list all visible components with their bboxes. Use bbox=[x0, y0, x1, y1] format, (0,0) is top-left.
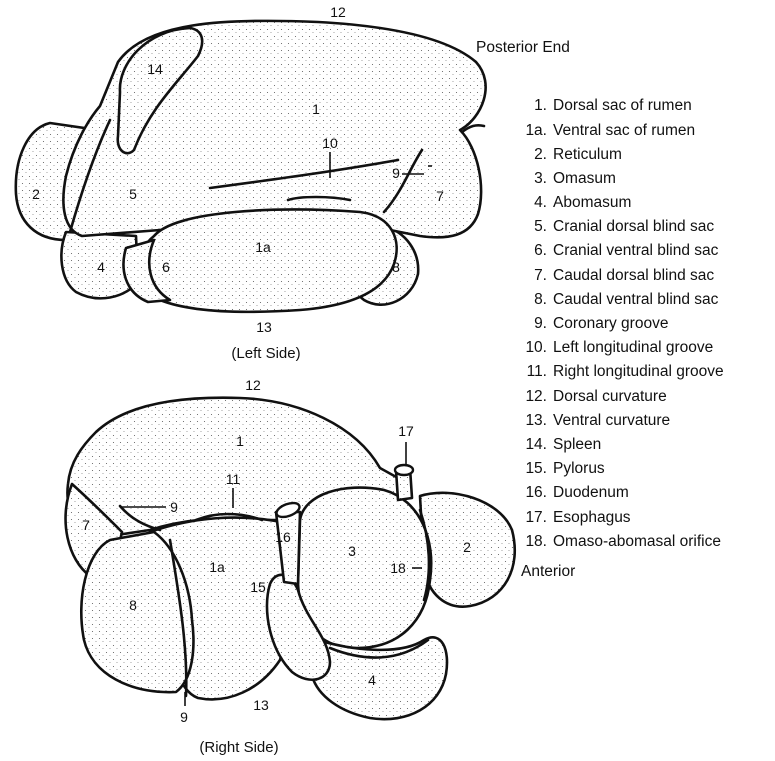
label-5-left: 5 bbox=[129, 186, 137, 202]
legend-item-text: Omaso-abomasal orifice bbox=[553, 534, 721, 550]
legend-item: 1.Dorsal sac of rumen bbox=[509, 94, 724, 118]
label-10-left: 10 bbox=[322, 135, 338, 151]
legend-item-text: Cranial dorsal blind sac bbox=[553, 219, 714, 235]
label-2-left: 2 bbox=[32, 186, 40, 202]
legend-item: 12.Dorsal curvature bbox=[509, 384, 724, 408]
legend-item-text: Ventral sac of rumen bbox=[553, 123, 695, 139]
legend-item-number: 16. bbox=[509, 485, 553, 501]
legend-item: 9.Coronary groove bbox=[509, 312, 724, 336]
label-2-right: 2 bbox=[463, 539, 471, 555]
legend-item: 3.Omasum bbox=[509, 167, 724, 191]
label-1a-left: 1a bbox=[255, 239, 271, 255]
anterior-label: Anterior bbox=[521, 563, 575, 581]
caption-left-side: (Left Side) bbox=[231, 345, 300, 362]
legend-item-text: Abomasum bbox=[553, 195, 631, 211]
legend-item: 5.Cranial dorsal blind sac bbox=[509, 215, 724, 239]
label-16-right: 16 bbox=[275, 529, 291, 545]
legend-item: 8.Caudal ventral blind sac bbox=[509, 288, 724, 312]
label-9-left: 9 bbox=[392, 165, 400, 181]
legend-item-text: Pylorus bbox=[553, 461, 605, 477]
caption-right-side: (Right Side) bbox=[199, 739, 278, 756]
legend-item: 16.Duodenum bbox=[509, 481, 724, 505]
legend-item-number: 7. bbox=[509, 268, 553, 284]
legend-item-number: 10. bbox=[509, 340, 553, 356]
legend-item: 13.Ventral curvature bbox=[509, 408, 724, 432]
label-14-left: 14 bbox=[147, 61, 163, 77]
legend-item-number: 9. bbox=[509, 316, 553, 332]
label-7-right: 7 bbox=[82, 517, 90, 533]
legend-item: 6.Cranial ventral blind sac bbox=[509, 239, 724, 263]
label-8-right: 8 bbox=[129, 597, 137, 613]
legend-item-number: 3. bbox=[509, 171, 553, 187]
legend-item-number: 11. bbox=[509, 364, 553, 380]
label-7-left: 7 bbox=[436, 188, 444, 204]
legend-item-number: 17. bbox=[509, 510, 553, 526]
legend-item: 17.Esophagus bbox=[509, 505, 724, 529]
label-9-right-upper: 9 bbox=[170, 499, 178, 515]
legend-item-text: Duodenum bbox=[553, 485, 629, 501]
label-6-left: 6 bbox=[162, 259, 170, 275]
legend-item: 4.Abomasum bbox=[509, 191, 724, 215]
legend-item: 18.Omaso-abomasal orifice bbox=[509, 529, 724, 553]
legend-item-text: Reticulum bbox=[553, 147, 622, 163]
legend-item: 10.Left longitudinal groove bbox=[509, 336, 724, 360]
legend-item-text: Caudal ventral blind sac bbox=[553, 292, 718, 308]
label-8-left: 8 bbox=[392, 259, 400, 275]
legend-item-number: 6. bbox=[509, 243, 553, 259]
label-15-right: 15 bbox=[250, 579, 266, 595]
omasum-shape bbox=[298, 488, 431, 649]
legend-item-number: 1a. bbox=[509, 123, 553, 139]
label-1-left: 1 bbox=[312, 101, 320, 117]
label-12-left: 12 bbox=[330, 4, 346, 20]
legend-item-text: Cranial ventral blind sac bbox=[553, 243, 718, 259]
legend-item-number: 2. bbox=[509, 147, 553, 163]
legend-item: 1a.Ventral sac of rumen bbox=[509, 118, 724, 142]
legend-item: 7.Caudal dorsal blind sac bbox=[509, 263, 724, 287]
ventral-sac-shape bbox=[138, 210, 396, 312]
legend-item-text: Left longitudinal groove bbox=[553, 340, 713, 356]
legend-item: 11.Right longitudinal groove bbox=[509, 360, 724, 384]
label-13-left: 13 bbox=[256, 319, 272, 335]
legend-item-number: 18. bbox=[509, 534, 553, 550]
legend-item-text: Omasum bbox=[553, 171, 616, 187]
label-1a-right: 1a bbox=[209, 559, 225, 575]
right-side-view: 12 1 17 11 9 7 16 3 2 18 1a 15 8 4 9 13 … bbox=[66, 377, 515, 756]
legend-item: 2.Reticulum bbox=[509, 142, 724, 166]
label-12-right: 12 bbox=[245, 377, 261, 393]
legend-item-text: Dorsal sac of rumen bbox=[553, 98, 692, 114]
legend-item-number: 14. bbox=[509, 437, 553, 453]
label-9-right-lower: 9 bbox=[180, 709, 188, 725]
label-1-right: 1 bbox=[236, 433, 244, 449]
esophagus-opening bbox=[395, 465, 413, 475]
legend-item-number: 8. bbox=[509, 292, 553, 308]
legend-item: 14.Spleen bbox=[509, 433, 724, 457]
legend-item-text: Right longitudinal groove bbox=[553, 364, 724, 380]
label-13-right: 13 bbox=[253, 697, 269, 713]
legend-item-number: 12. bbox=[509, 389, 553, 405]
legend-item-number: 5. bbox=[509, 219, 553, 235]
legend-item-text: Caudal dorsal blind sac bbox=[553, 268, 714, 284]
legend-item-text: Esophagus bbox=[553, 510, 631, 526]
label-17-right: 17 bbox=[398, 423, 414, 439]
label-3-right: 3 bbox=[348, 543, 356, 559]
legend-item-number: 4. bbox=[509, 195, 553, 211]
legend-item-text: Spleen bbox=[553, 437, 601, 453]
label-18-right: 18 bbox=[390, 560, 406, 576]
label-4-left: 4 bbox=[97, 259, 105, 275]
legend-item-text: Coronary groove bbox=[553, 316, 668, 332]
legend-item-number: 15. bbox=[509, 461, 553, 477]
label-4-right: 4 bbox=[368, 672, 376, 688]
label-11-right: 11 bbox=[226, 471, 241, 487]
legend-item-number: 13. bbox=[509, 413, 553, 429]
legend-item-text: Ventral curvature bbox=[553, 413, 670, 429]
legend-item-text: Dorsal curvature bbox=[553, 389, 667, 405]
left-side-view: 12 14 1 10 9 2 5 7 1a 4 6 8 13 (Left Sid… bbox=[16, 4, 486, 362]
legend-item: 15.Pylorus bbox=[509, 457, 724, 481]
legend-item-number: 1. bbox=[509, 98, 553, 114]
posterior-end-label: Posterior End bbox=[476, 39, 570, 57]
